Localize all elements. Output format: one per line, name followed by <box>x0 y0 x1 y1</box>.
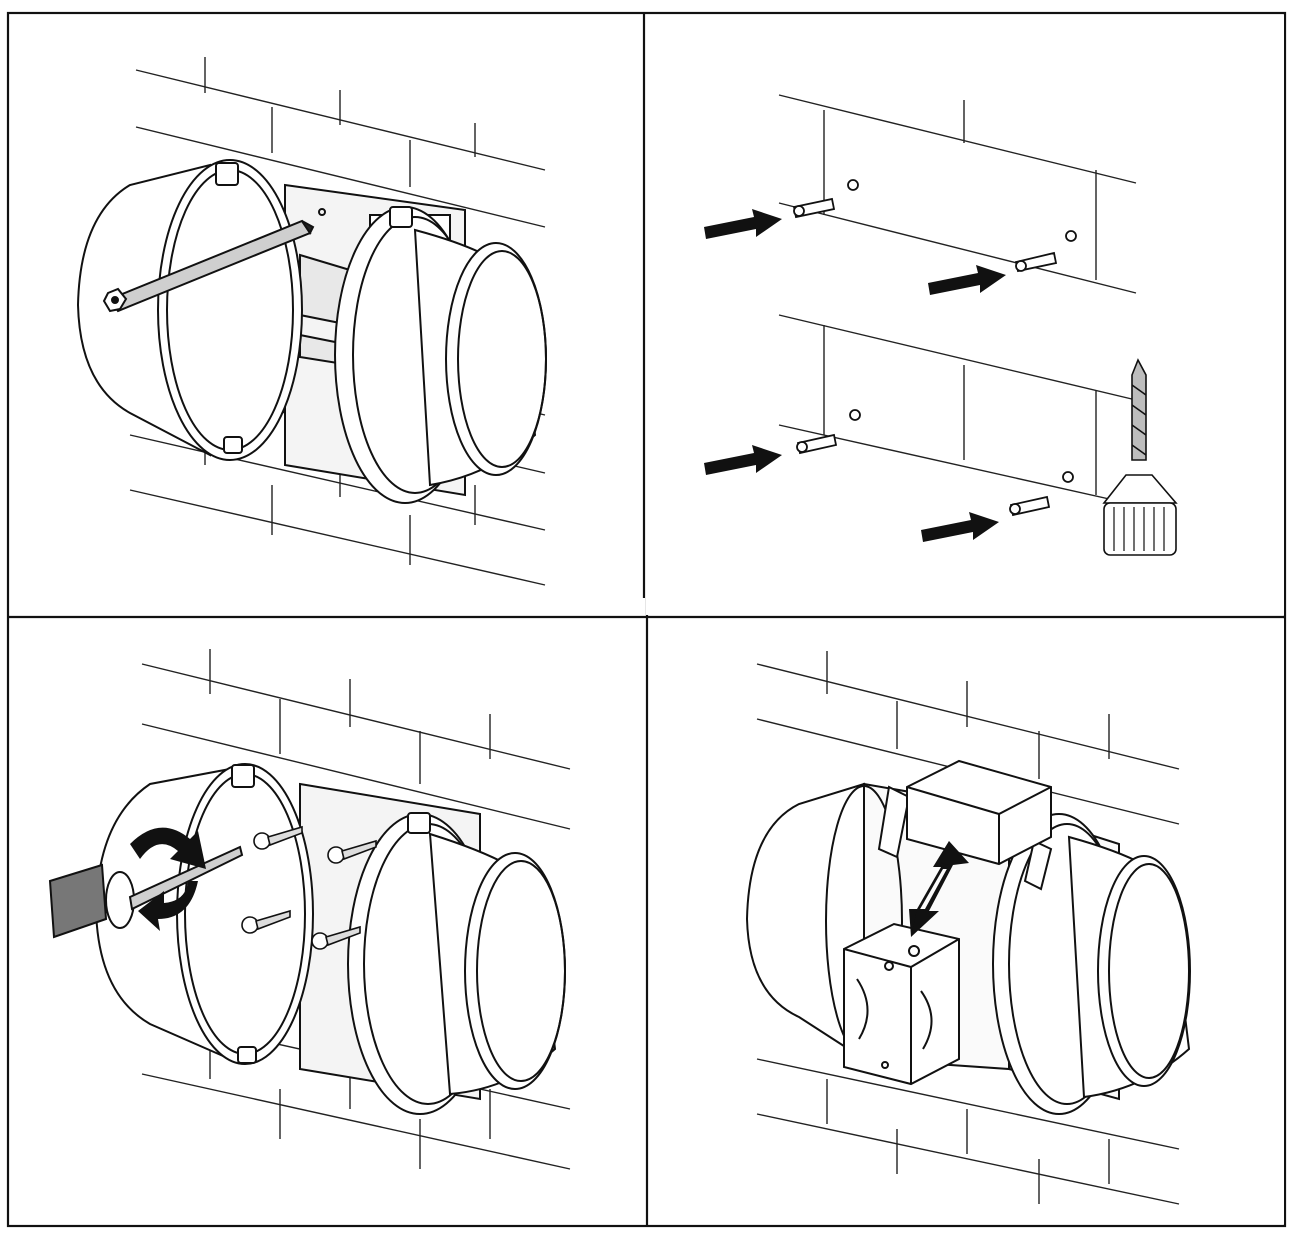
inline-duct-fan-icon <box>76 159 547 504</box>
screwdriver-icon <box>48 845 244 939</box>
panel-step-3 <box>10 619 644 1224</box>
panel-step-2 <box>646 15 1284 615</box>
pencil-icon <box>102 219 315 313</box>
drill-chuck-icon <box>1102 474 1178 556</box>
push-arrow-icon <box>704 209 1006 542</box>
panel-step-1 <box>10 15 642 615</box>
brick-wall-icon <box>756 651 1180 1205</box>
panel-step-4 <box>649 619 1284 1224</box>
screw-icon <box>241 825 377 950</box>
brick-wall-icon <box>778 94 1137 506</box>
terminal-box-icon <box>843 759 1052 1086</box>
double-arrow-icon <box>909 841 969 937</box>
wall-plug-icon <box>792 179 1077 517</box>
brick-wall-icon <box>141 649 571 1170</box>
rotate-arrow-icon <box>130 827 206 931</box>
drill-bit-icon <box>1131 358 1147 461</box>
